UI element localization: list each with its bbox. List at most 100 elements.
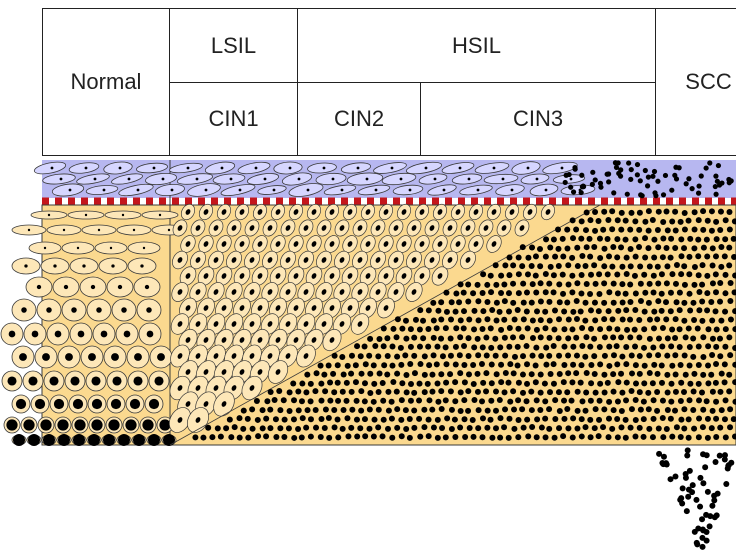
invasive-nucleus: [543, 236, 550, 243]
surface-cell: [459, 184, 493, 196]
invasive-nucleus: [259, 425, 266, 432]
invasive-nucleus: [524, 380, 531, 387]
invasive-nucleus: [255, 433, 262, 440]
invasive-nucleus: [465, 371, 472, 378]
invasive-nucleus: [717, 208, 724, 215]
invasive-nucleus: [712, 308, 719, 315]
invasive-nucleus: [353, 416, 360, 423]
invasive-nucleus: [641, 308, 648, 315]
normal-nucleus: [49, 376, 59, 386]
invasive-nucleus: [448, 299, 455, 306]
invasive-nucleus: [619, 316, 626, 323]
invasive-nucleus: [573, 352, 580, 359]
invasive-nucleus: [722, 290, 729, 297]
invasive-nucleus: [700, 334, 707, 341]
invasive-nucleus: [708, 425, 715, 432]
invasive-nucleus: [578, 272, 585, 279]
invasive-nucleus: [619, 299, 626, 306]
surface-nucleus: [229, 177, 233, 181]
dysplastic-nucleus: [257, 305, 263, 311]
dysplastic-nucleus: [231, 321, 237, 327]
invasive-nucleus: [695, 272, 702, 279]
invasive-nucleus: [267, 388, 274, 395]
invasive-nucleus: [636, 317, 643, 324]
invasive-nucleus: [704, 290, 711, 297]
invasive-nucleus: [550, 361, 557, 368]
invasive-nucleus: [426, 362, 433, 369]
invasive-nucleus: [367, 335, 374, 342]
atypical-nucleus: [698, 173, 704, 179]
invasive-nucleus: [681, 389, 688, 396]
invasive-nucleus: [502, 406, 509, 413]
invasive-nucleus: [505, 434, 512, 441]
surface-nucleus: [50, 166, 54, 170]
invasive-nucleus: [528, 371, 535, 378]
invasive-nucleus: [687, 235, 694, 242]
invasive-nucleus: [708, 227, 715, 234]
surface-cell: [307, 162, 337, 174]
invasive-nucleus: [514, 343, 521, 350]
invasive-nucleus: [515, 434, 522, 441]
invasive-nucleus: [591, 299, 598, 306]
invasive-nucleus: [705, 380, 712, 387]
invasive-nucleus: [514, 362, 521, 369]
invasive-nucleus: [650, 344, 657, 351]
invasive-nucleus: [442, 434, 449, 441]
invasive-nucleus: [605, 217, 612, 224]
atypical-nucleus: [712, 183, 718, 190]
invasive-nucleus: [705, 343, 712, 350]
invasive-nucleus: [726, 244, 733, 251]
invasive-nucleus: [420, 317, 427, 324]
invasive-nucleus: [559, 235, 566, 242]
invasive-nucleus: [362, 361, 369, 368]
invasive-nucleus: [506, 325, 513, 332]
invasive-nucleus: [366, 406, 373, 413]
invasive-nucleus: [569, 217, 576, 224]
invasive-nucleus: [556, 299, 563, 306]
invasive-nucleus: [582, 424, 589, 431]
invasive-nucleus: [565, 262, 572, 269]
invasive-nucleus: [582, 227, 589, 234]
atypical-nucleus: [572, 166, 578, 172]
invasive-nucleus: [501, 298, 508, 305]
invasive-nucleus: [681, 226, 688, 233]
normal-nucleus: [40, 419, 52, 431]
invasive-nucleus: [561, 415, 568, 422]
normal-nucleus: [121, 307, 127, 313]
invasive-nucleus: [361, 398, 368, 405]
invasive-nucleus: [398, 397, 405, 404]
dysplastic-nucleus: [375, 289, 381, 295]
atypical-nucleus: [624, 191, 630, 197]
surface-cell: [220, 184, 256, 196]
invasive-nucleus: [705, 326, 712, 333]
invasive-nucleus: [200, 434, 207, 441]
atypical-nucleus: [695, 190, 702, 196]
invasive-nucleus: [560, 433, 567, 440]
invasive-nucleus: [623, 271, 630, 278]
invasive-nucleus: [240, 425, 247, 432]
invasive-nucleus: [681, 352, 688, 359]
invasive-nucleus: [582, 299, 589, 306]
atypical-nucleus: [634, 161, 641, 168]
invasive-nucleus: [622, 416, 629, 423]
invasive-nucleus: [682, 371, 689, 378]
invasive-nucleus: [487, 416, 494, 423]
invasive-nucleus: [677, 433, 684, 440]
invasive-nucleus: [609, 316, 616, 323]
invasive-nucleus: [493, 299, 500, 306]
invasive-nucleus: [505, 379, 512, 386]
invasive-nucleus: [488, 397, 495, 404]
invasive-nucleus: [547, 263, 554, 270]
invasive-nucleus: [361, 343, 368, 350]
normal-nucleus: [13, 434, 25, 446]
invasive-nucleus: [591, 371, 598, 378]
invasive-nucleus: [389, 434, 396, 441]
invasive-nucleus: [659, 254, 666, 261]
invasive-nucleus: [717, 424, 724, 431]
invasive-nucleus: [299, 380, 306, 387]
normal-nucleus: [46, 307, 52, 313]
invasive-nucleus: [610, 280, 617, 287]
invasive-nucleus: [532, 379, 539, 386]
surface-cell: [520, 173, 550, 185]
dysplastic-nucleus: [447, 257, 453, 263]
